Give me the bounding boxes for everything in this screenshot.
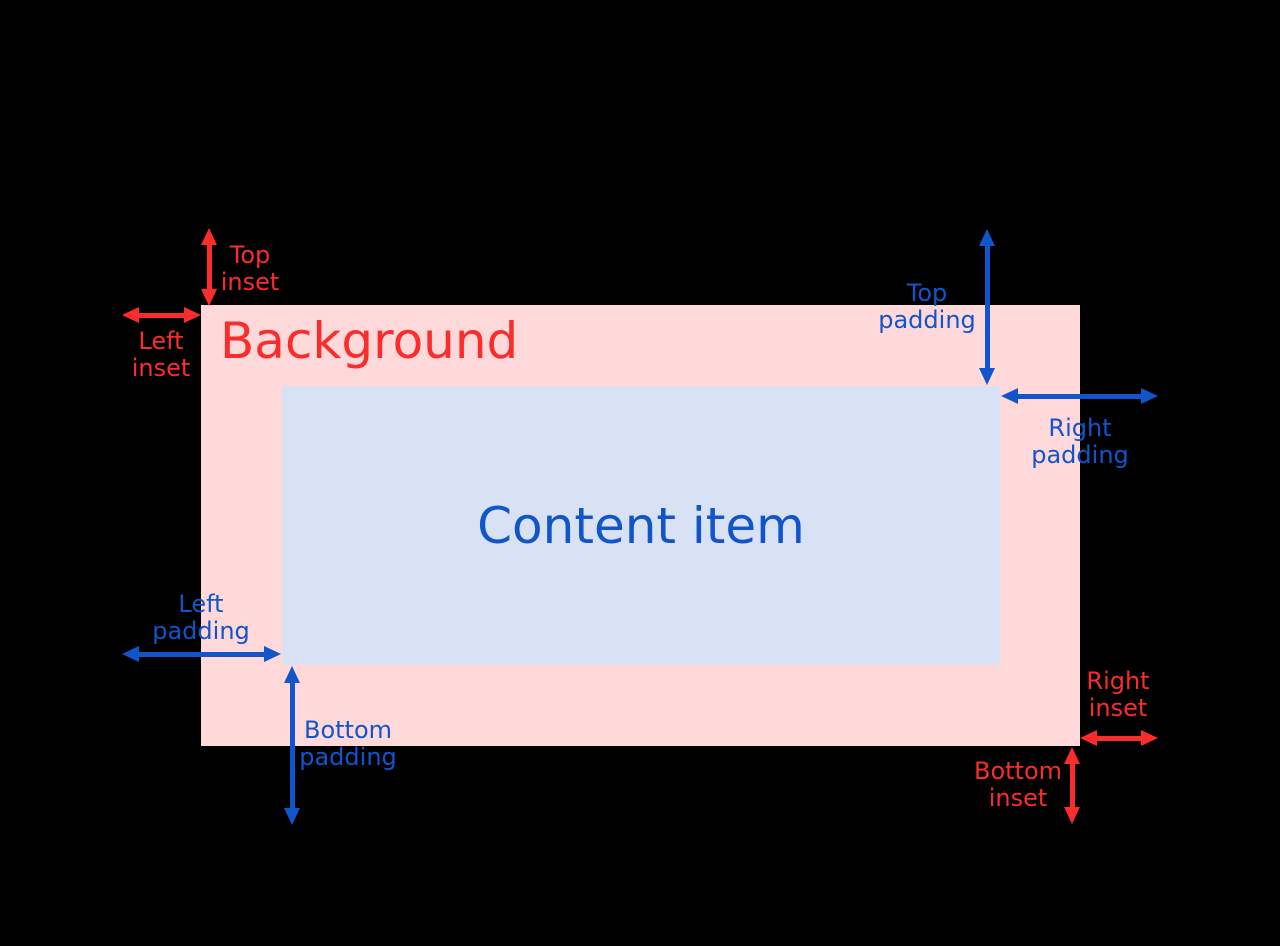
top-inset-label: Top inset	[220, 241, 280, 296]
arrow-shaft	[206, 240, 212, 294]
left-padding-label: Left padding	[152, 590, 250, 645]
left-padding-arrow	[122, 646, 281, 662]
bottom-padding-label: Bottom padding	[299, 716, 397, 771]
content-item-rect: Content item	[282, 386, 1000, 665]
arrow-shaft	[134, 312, 189, 318]
arrow-shaft	[1013, 393, 1146, 399]
arrow-shaft	[984, 241, 990, 373]
arrow-shaft	[1069, 759, 1075, 812]
arrow-shaft	[134, 651, 269, 657]
right-inset-arrow	[1080, 730, 1158, 746]
left-inset-arrow	[122, 307, 201, 323]
right-padding-arrow	[1001, 388, 1158, 404]
bottom-padding-arrow	[284, 666, 300, 825]
arrow-shaft	[1092, 735, 1146, 741]
bottom-inset-label: Bottom inset	[973, 757, 1063, 812]
top-padding-arrow	[979, 229, 995, 385]
bottom-inset-arrow	[1064, 747, 1080, 824]
top-padding-label: Top padding	[878, 279, 976, 334]
background-label: Background	[220, 312, 519, 370]
content-item-label: Content item	[477, 496, 805, 555]
top-inset-arrow	[201, 228, 217, 306]
arrow-shaft	[289, 678, 295, 813]
right-inset-label: Right inset	[1086, 667, 1150, 722]
left-inset-label: Left inset	[131, 327, 191, 382]
right-padding-label: Right padding	[1031, 414, 1129, 469]
